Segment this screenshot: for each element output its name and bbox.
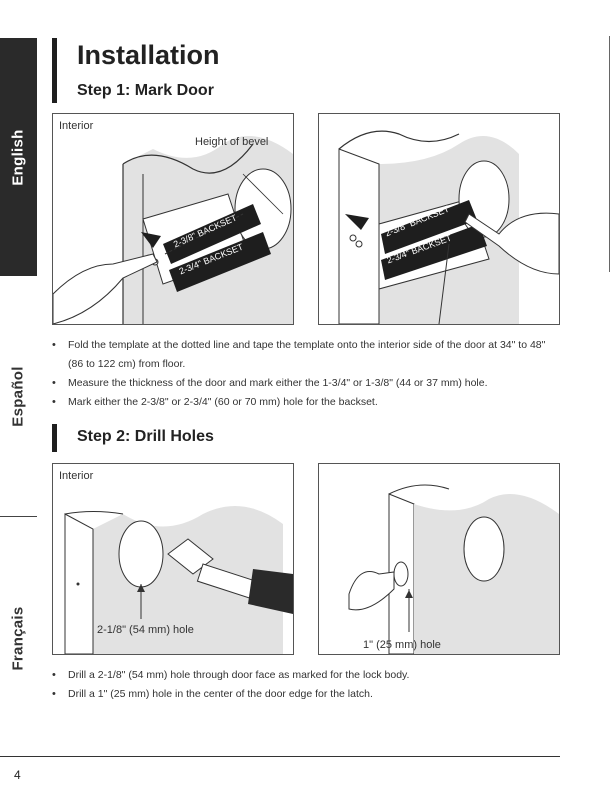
drill-edge-drawing bbox=[348, 484, 559, 654]
mark-door-edge-drawing bbox=[338, 130, 559, 324]
edge-hole-label: 1" (25 mm) hole bbox=[363, 639, 441, 651]
sidebar-tab-label: English bbox=[10, 128, 27, 186]
sidebar-tab-english[interactable]: English bbox=[0, 38, 37, 276]
step1-heading: Step 1: Mark Door bbox=[77, 82, 214, 99]
title-accent-bar bbox=[52, 38, 57, 103]
step1-instructions: Fold the template at the dotted line and… bbox=[52, 336, 562, 412]
step2-heading: Step 2: Drill Holes bbox=[77, 428, 214, 445]
footer-rule bbox=[0, 756, 560, 757]
list-item: Mark either the 2-3/8" or 2-3/4" (60 or … bbox=[52, 393, 562, 412]
sidebar-tab-label: Français bbox=[10, 605, 28, 671]
drill-face-drawing bbox=[64, 506, 293, 654]
interior-label: Interior bbox=[59, 470, 94, 482]
step2-instructions: Drill a 2-1/8" (54 mm) hole through door… bbox=[52, 666, 562, 704]
step1-illustration-right: 2-3/8" BACKSET 2-3/4" BACKSET bbox=[318, 113, 560, 325]
list-item: Drill a 1" (25 mm) hole in the center of… bbox=[52, 685, 562, 704]
list-item: Measure the thickness of the door and ma… bbox=[52, 374, 562, 393]
page-edge-mark bbox=[609, 36, 610, 272]
sidebar-tab-francais[interactable]: Français bbox=[0, 517, 37, 759]
interior-label: Interior bbox=[59, 120, 94, 132]
step2-illustration-right: 1" (25 mm) hole bbox=[318, 463, 560, 655]
face-hole-label: 2-1/8" (54 mm) hole bbox=[97, 624, 194, 636]
page-number: 4 bbox=[14, 768, 21, 782]
list-item: Drill a 2-1/8" (54 mm) hole through door… bbox=[52, 666, 562, 685]
sidebar-tab-espanol[interactable]: Español bbox=[0, 276, 37, 517]
step1-illustration-left: Interior Height of bevel 2-3/8" BACKSET … bbox=[52, 113, 294, 325]
step2-accent-bar bbox=[52, 424, 57, 452]
list-item: Fold the template at the dotted line and… bbox=[52, 336, 562, 374]
sidebar-tab-label: Español bbox=[10, 365, 28, 427]
page-title: Installation bbox=[77, 40, 220, 70]
mark-door-interior-drawing bbox=[53, 136, 293, 324]
bevel-height-label: Height of bevel bbox=[195, 136, 269, 148]
step2-illustration-left: Interior 2-1/8" (54 mm) hole bbox=[52, 463, 294, 655]
